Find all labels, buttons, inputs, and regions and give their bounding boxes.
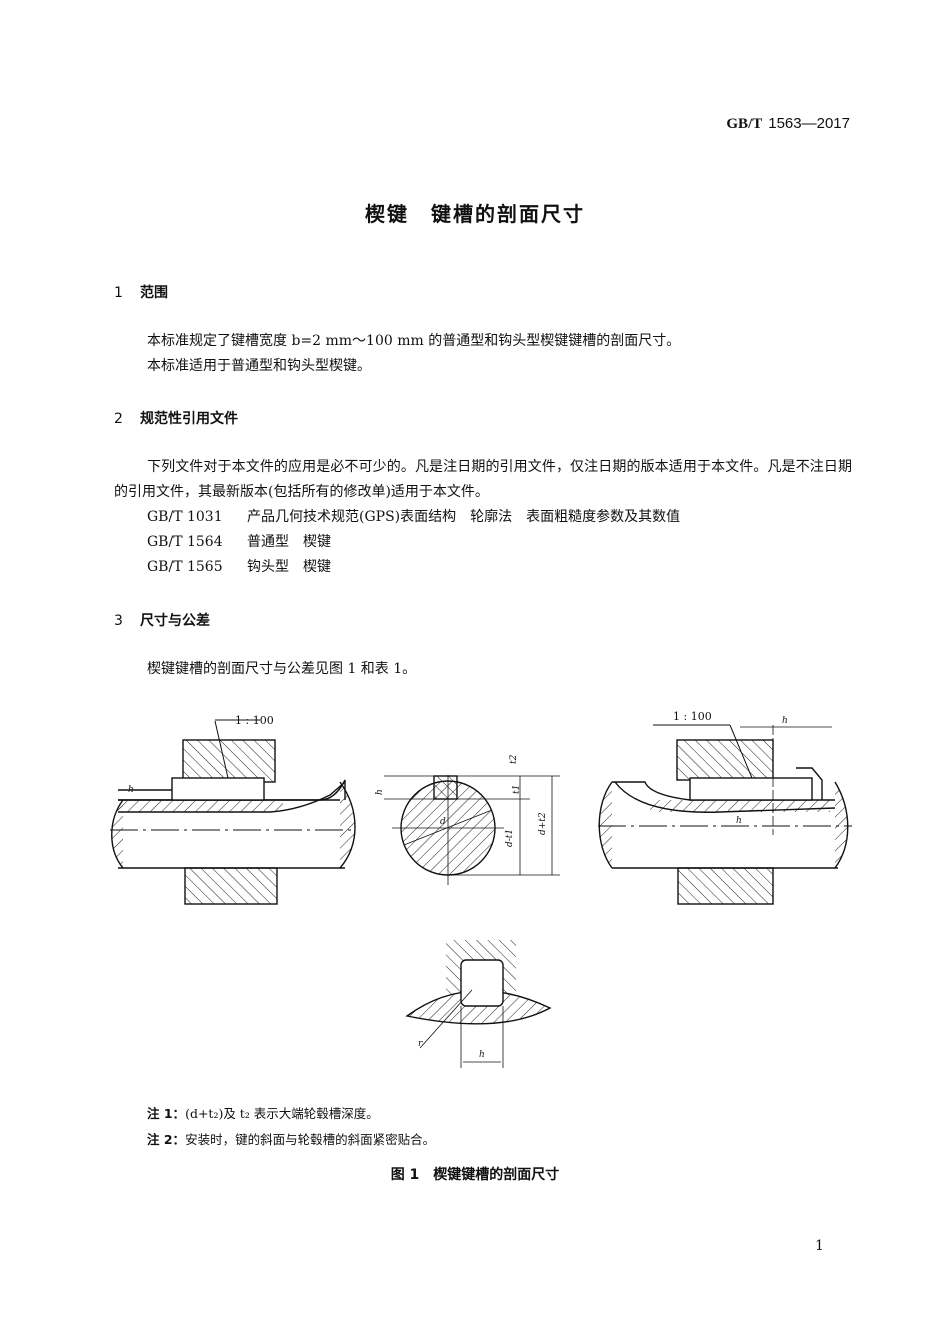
note-2: 注 2：安装时，键的斜面与轮毂槽的斜面紧密贴合。 [147, 1129, 435, 1148]
note-text: (d+t₂)及 t₂ 表示大端轮毂槽深度。 [185, 1106, 379, 1121]
dim-h-label: h [736, 816, 742, 826]
standard-number: 1563—2017 [768, 115, 850, 132]
section-number: 3 [114, 613, 123, 629]
radius-r-label: r [418, 1039, 423, 1049]
reference-item: GB/T 1031 产品几何技术规范(GPS)表面结构 轮廓法 表面粗糙度参数及其… [147, 505, 680, 530]
note-label: 注 2： [147, 1132, 186, 1147]
section-number: 2 [114, 411, 123, 427]
figure-keyway-section: 1 : 100 h h t2 t1 d d-t1 d+t2 [110, 710, 852, 1068]
taper-label-right: 1 : 100 [673, 710, 712, 723]
dim-d-minus-t1-label: d-t1 [505, 829, 515, 847]
dim-h-label: h [479, 1050, 485, 1060]
dimensions-paragraph: 楔键键槽的剖面尺寸与公差见图 1 和表 1。 [147, 661, 417, 677]
section-title: 尺寸与公差 [140, 613, 210, 629]
reference-code: GB/T 1565 [147, 559, 223, 575]
standard-code: GB/T 1563—2017 [700, 114, 850, 133]
scope-paragraph-1: 本标准规定了键槽宽度 b=2 mm～100 mm 的普通型和钩头型楔键键槽的剖面… [147, 333, 681, 349]
note-text: 安装时，键的斜面与轮毂槽的斜面紧密贴合。 [185, 1132, 436, 1147]
scope-paragraph-2: 本标准适用于普通型和钩头型楔键。 [147, 358, 371, 374]
section-number: 1 [114, 285, 123, 301]
note-1: 注 1：(d+t₂)及 t₂ 表示大端轮毂槽深度。 [147, 1103, 379, 1122]
standard-prefix: GB/T [726, 116, 763, 132]
dim-d-plus-t2-label: d+t2 [538, 812, 548, 835]
shaft-cross-section-view: h t2 t1 d d-t1 d+t2 [375, 754, 560, 885]
dim-h-label: h [782, 716, 788, 726]
section-1-heading: 1 范围 [114, 282, 168, 302]
reference-item: GB/T 1564 普通型 楔键 [147, 530, 331, 555]
document-title: 楔键 键槽的剖面尺寸 [365, 202, 585, 226]
gib-head-taper-key-view: 1 : 100 h h [598, 710, 852, 905]
section-3-heading: 3 尺寸与公差 [114, 610, 210, 630]
reference-title: 产品几何技术规范(GPS)表面结构 轮廓法 表面粗糙度参数及其数值 [247, 509, 681, 525]
paragraph-text: 下列文件对于本文件的应用是必不可少的。凡是注日期的引用文件，仅注日期的版本适用于… [114, 459, 852, 500]
reference-code: GB/T 1031 [147, 509, 223, 525]
reference-title: 普通型 楔键 [247, 534, 331, 550]
plain-taper-key-view: 1 : 100 h [110, 714, 356, 905]
note-label: 注 1： [147, 1106, 186, 1121]
figure-caption: 图 1 楔键键槽的剖面尺寸 [390, 1167, 560, 1183]
page-number: 1 [815, 1238, 824, 1254]
taper-label-left: 1 : 100 [235, 714, 274, 727]
dim-d-label: d [440, 817, 446, 827]
keyway-detail-view: h r [405, 940, 552, 1068]
dim-h-label: h [375, 789, 385, 795]
section-title: 规范性引用文件 [140, 411, 238, 427]
reference-code: GB/T 1564 [147, 534, 223, 550]
reference-title: 钩头型 楔键 [247, 559, 331, 575]
normative-references-paragraph: 下列文件对于本文件的应用是必不可少的。凡是注日期的引用文件，仅注日期的版本适用于… [114, 455, 852, 505]
section-2-heading: 2 规范性引用文件 [114, 408, 238, 428]
reference-item: GB/T 1565 钩头型 楔键 [147, 555, 331, 580]
dim-t2-label: t2 [509, 754, 519, 764]
dim-t1-label: t1 [512, 785, 522, 794]
section-title: 范围 [140, 285, 168, 301]
dim-h-label: h [128, 785, 134, 795]
